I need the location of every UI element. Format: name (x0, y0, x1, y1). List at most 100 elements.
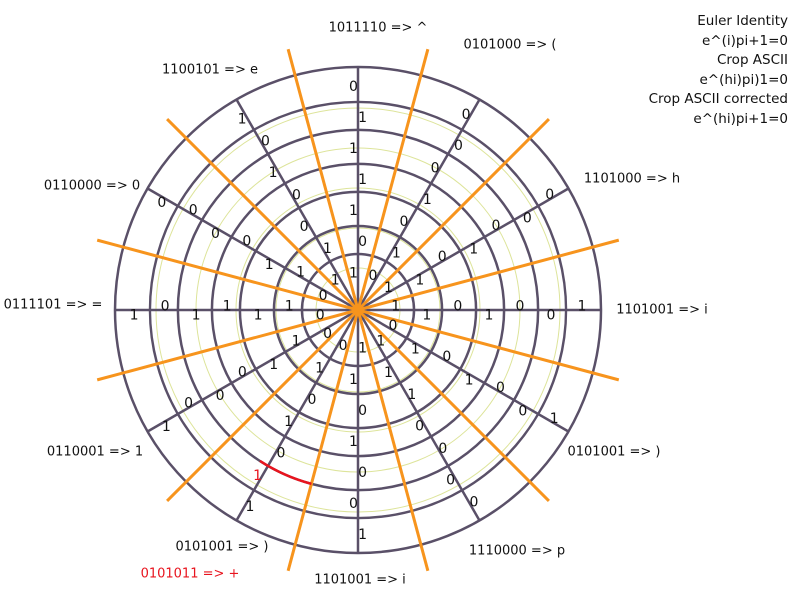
bit-digit: 0 (431, 160, 440, 176)
bit-digit: 0 (339, 338, 348, 354)
bit-digit: 0 (319, 288, 328, 304)
bit-digit: 1 (484, 308, 493, 324)
bit-digit: 0 (518, 403, 527, 419)
sector-label: 0101001 => ) (175, 539, 269, 555)
bit-digit: 0 (216, 388, 225, 404)
orange-separator-line (96, 308, 359, 382)
orange-separator-line (356, 48, 430, 311)
bit-digit: 0 (462, 107, 471, 123)
orange-separator-line (357, 238, 620, 312)
sector-divider-line (357, 187, 570, 312)
bit-digit: 1 (245, 499, 254, 515)
bit-digit: 1 (384, 280, 393, 296)
bit-digit: 1 (577, 298, 586, 314)
bit-digit: 0 (496, 380, 505, 396)
bit-digit: 0 (300, 219, 309, 235)
bit-digit: 0 (161, 298, 170, 314)
bit-digit: 0 (523, 210, 532, 226)
bit-digit: 1 (349, 372, 358, 388)
bit-digit: 0 (242, 234, 251, 250)
bit-digit: 0 (358, 465, 367, 481)
bit-digit: 1 (550, 411, 559, 427)
bit-digit: 0 (157, 195, 166, 211)
sector-divider-line (356, 98, 481, 311)
bit-digit: 1 (285, 298, 294, 314)
orange-separator-line (96, 238, 359, 312)
bit-digit: 1 (384, 365, 393, 381)
sector-label: 1101001 => i (616, 302, 708, 318)
bit-digit: 0 (292, 187, 301, 203)
bit-digit: 0 (368, 268, 377, 284)
bit-digit: 0 (546, 308, 555, 324)
bit-digit: 1 (411, 341, 420, 357)
bit-digit: 1 (391, 298, 400, 314)
bit-digit: 1 (349, 265, 358, 281)
correction-arc (259, 459, 312, 486)
bit-digit: 1 (358, 110, 367, 126)
sector-divider-line (235, 98, 360, 311)
bit-digit: 1 (358, 172, 367, 188)
orange-separator-line (286, 309, 360, 572)
bit-digit: 1 (315, 360, 324, 376)
bit-digit: 1 (130, 308, 139, 324)
bit-digit: 0 (438, 441, 447, 457)
corrected-bit: 1 (253, 468, 262, 484)
bit-digit: 0 (415, 419, 424, 435)
bit-digit: 1 (296, 265, 305, 281)
orange-separator-line (356, 309, 430, 572)
bit-digit: 0 (446, 472, 455, 488)
bit-digit: 1 (192, 308, 201, 324)
bit-digit: 1 (392, 246, 401, 262)
bit-digit: 1 (349, 434, 358, 450)
bit-digit: 1 (376, 333, 385, 349)
sector-label: 0110000 => 0 (43, 178, 141, 194)
bit-digit: 0 (388, 318, 397, 334)
orange-separator-line (286, 48, 360, 311)
sector-label: 1011110 => ^ (328, 20, 428, 36)
orange-separator-line (356, 118, 550, 312)
sector-label: 1100101 => e (162, 62, 258, 78)
bit-digit: 1 (469, 241, 478, 257)
sector-label: 0101001 => ) (567, 444, 661, 460)
corrected-sector-label: 0101011 => + (140, 566, 240, 582)
bit-digit: 1 (269, 357, 278, 373)
bit-digit: 0 (277, 446, 286, 462)
bit-digit: 1 (415, 273, 424, 289)
bit-digit: 1 (423, 192, 432, 208)
sector-label: 0110001 => 1 (46, 444, 144, 460)
legend-crop-equation: e^(hi)pi)1=0 (699, 71, 788, 88)
bit-digit: 1 (422, 308, 431, 324)
legend-corrected-title: Crop ASCII corrected (648, 91, 788, 107)
sector-label: 0101000 => ( (463, 37, 557, 53)
bit-digit: 1 (465, 372, 474, 388)
bit-digit: 0 (545, 187, 554, 203)
bit-digit: 0 (349, 496, 358, 512)
orange-separator-line (357, 308, 620, 382)
bit-digit: 0 (438, 249, 447, 265)
bit-digit: 1 (349, 203, 358, 219)
legend-title: Euler Identity (697, 13, 788, 29)
bit-digit: 0 (469, 495, 478, 511)
bit-digit: 1 (349, 141, 358, 157)
legend: Euler Identity e^(i)pi+1=0 Crop ASCII e^… (649, 12, 788, 129)
bit-digit: 0 (515, 298, 524, 314)
sector-divider-line (356, 309, 481, 522)
bit-digit: 1 (254, 308, 263, 324)
bit-digit: 0 (238, 365, 247, 381)
sector-divider-line (146, 187, 359, 312)
bit-digit: 1 (238, 111, 247, 127)
bit-digit: 1 (358, 341, 367, 357)
bit-digit: 1 (407, 387, 416, 403)
bit-digit: 0 (308, 392, 317, 408)
sector-divider-line (235, 309, 360, 522)
bit-digit: 1 (269, 165, 278, 181)
sector-label: 0111101 => = (3, 297, 103, 313)
bit-digit: 1 (323, 241, 332, 257)
orange-separator-line (166, 118, 360, 312)
orange-separator-line (166, 308, 360, 502)
bit-digit: 0 (454, 138, 463, 154)
bit-digit: 0 (358, 403, 367, 419)
orange-separator-line (356, 308, 550, 502)
bit-digit: 0 (189, 203, 198, 219)
